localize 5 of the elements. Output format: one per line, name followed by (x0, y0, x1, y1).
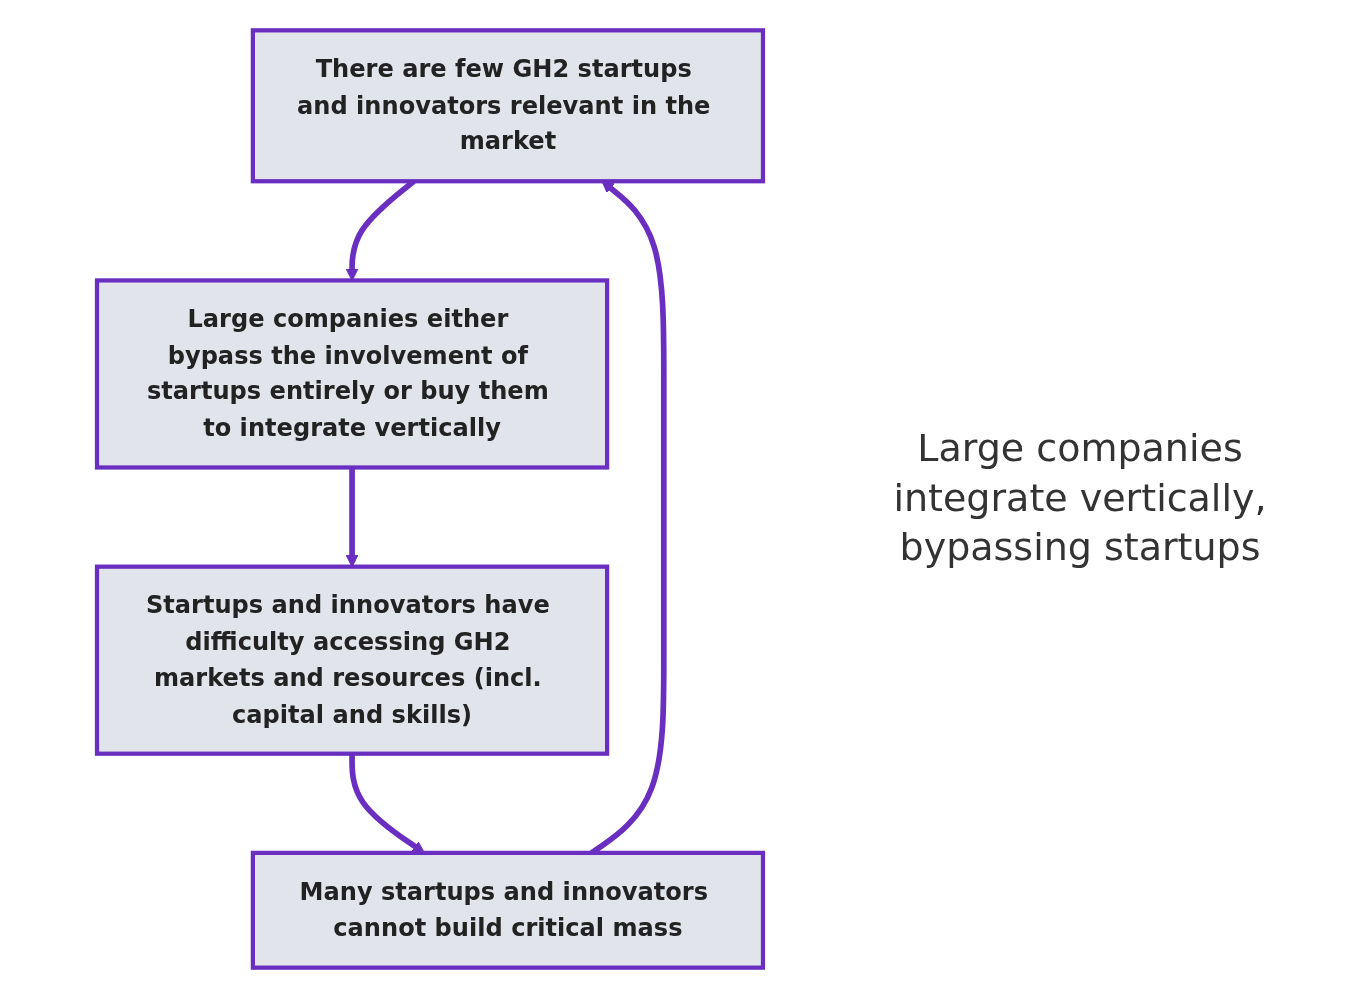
node-box: Startups and innovators have difficulty accessing GH2 markets and resources (incl. capital and skills) (94, 564, 610, 756)
node-box: Many startups and innovators cannot build critical mass (250, 850, 766, 970)
center-caption: Large companies integrate vertically, bypassing startups (892, 425, 1268, 572)
node-box: There are few GH2 startups and innovators relevant in the market (250, 27, 766, 183)
node-box: Large companies either bypass the involvement of startups entirely or buy them to integrate vertically (94, 277, 610, 470)
